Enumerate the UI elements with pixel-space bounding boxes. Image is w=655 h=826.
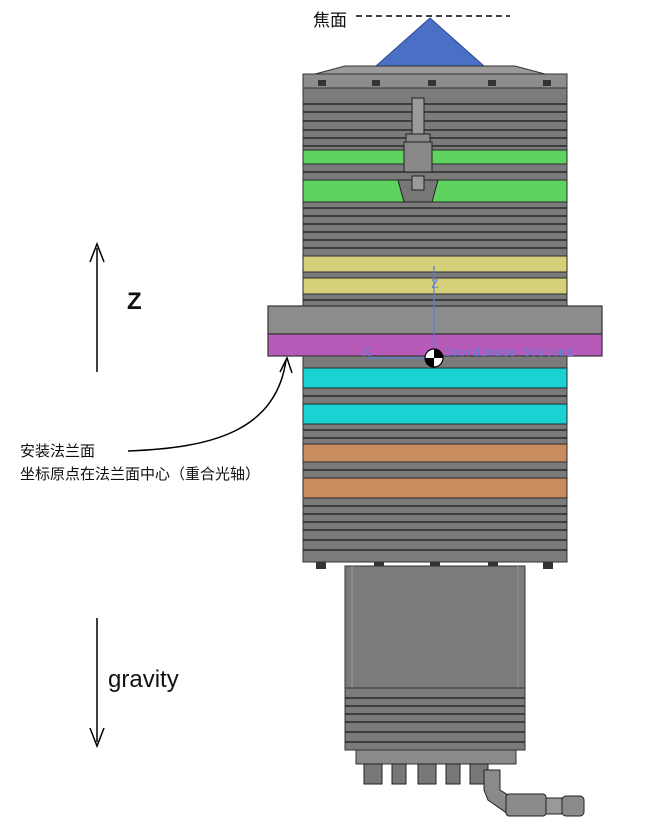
focal-plane-label: 焦面 [313,11,347,31]
gravity-down-arrow [89,618,105,749]
gravity-label: gravity [108,666,179,693]
z-axis-label: Z [127,288,142,315]
bottom-connectors [355,749,585,817]
coord-x-label: X [362,344,372,359]
lower-cylinder [344,565,526,751]
z-up-arrow [89,241,105,372]
lower-body [302,355,568,569]
upper-body [302,87,568,307]
flange-label-line1: 安装法兰面 [20,442,96,460]
coord-system-label: Coordinate System1 [444,346,574,360]
flange-label-line2: 坐标原点在法兰面中心（重合光轴） [20,465,261,483]
top-cap [302,65,568,89]
mounting-flange [267,305,603,357]
coordinate-system [368,266,444,368]
flange-leader [127,356,293,452]
coord-z-label: Z [431,276,439,291]
focal-cone [374,17,486,67]
top-valve [397,97,439,203]
